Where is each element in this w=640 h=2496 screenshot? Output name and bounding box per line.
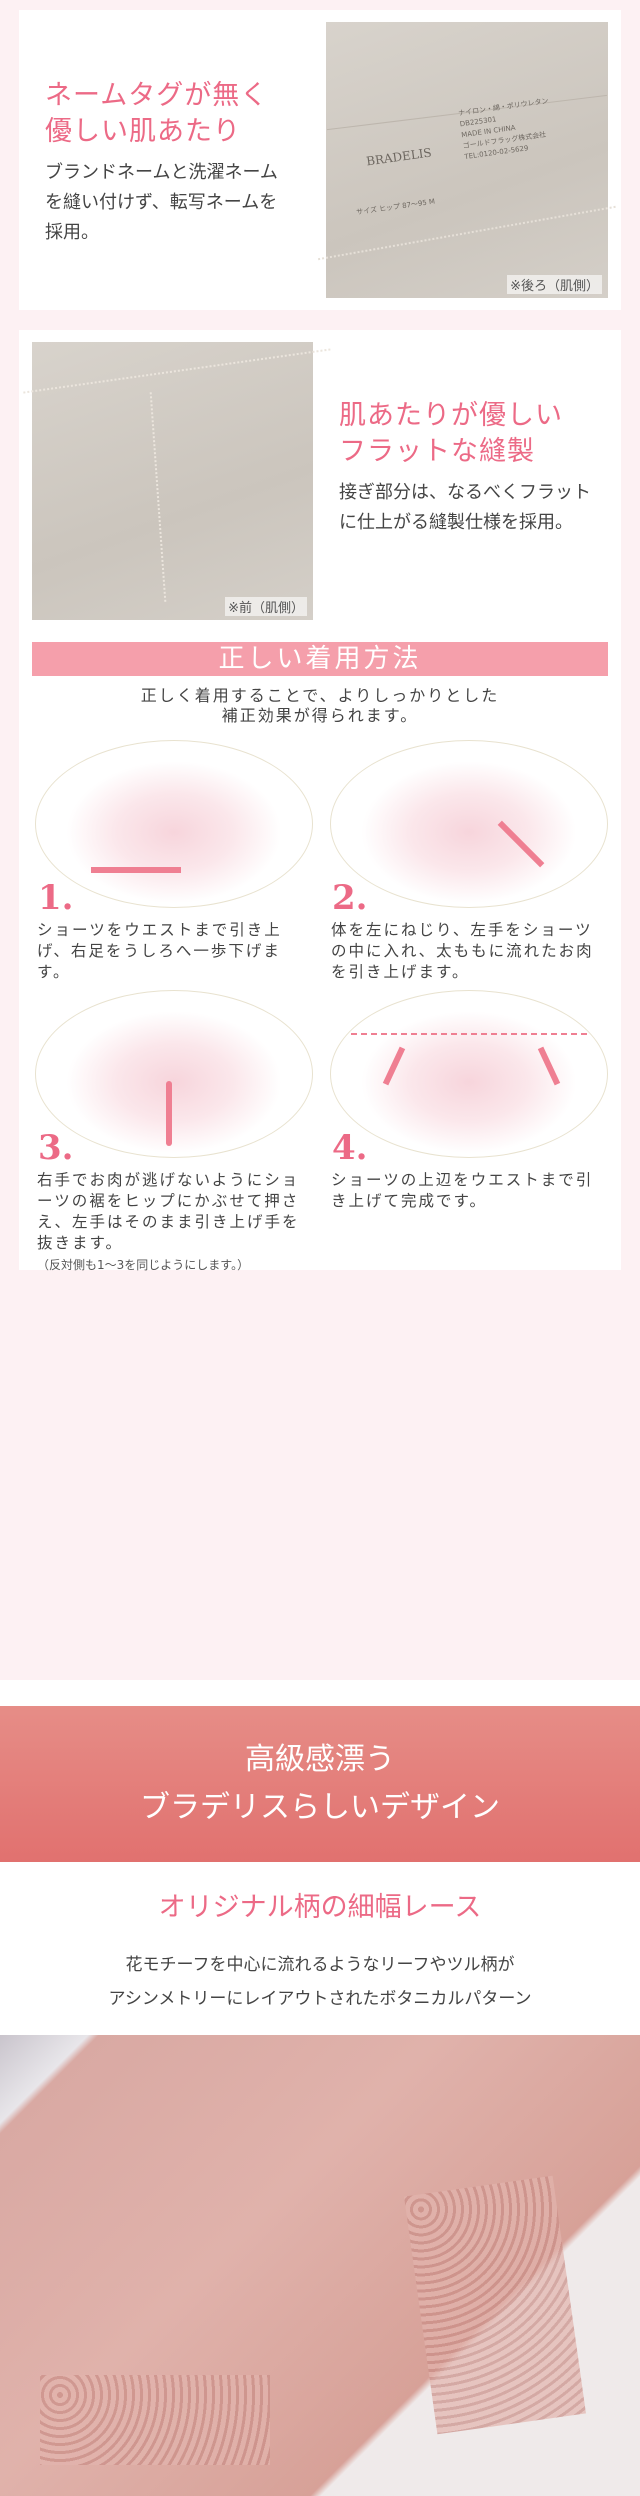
feature-title-line: フラットな縫製 xyxy=(339,436,535,467)
step-text: ショーツをウエストまで引き上げ、右足をうしろへ一歩下げます。 xyxy=(37,921,282,981)
feature-title-line: 優しい肌あたり xyxy=(45,116,241,147)
feature-desc: ブランドネームと洗濯ネームを縫い付けず、転写ネームを採用。 xyxy=(45,162,278,243)
tag-brand: BRADELIS xyxy=(365,145,433,169)
step-text: ショーツの上辺をウエストまで引き上げて完成です。 xyxy=(331,1171,594,1210)
step1-illustration xyxy=(35,740,313,908)
step-text: 体を左にねじり、左手をショーツの中に入れ、太ももに流れたお肉を引き上げます。 xyxy=(331,921,594,981)
step-number: 3. xyxy=(38,1128,74,1168)
howto-card xyxy=(19,630,621,1270)
howto-title: 正しい着用方法 xyxy=(32,642,608,676)
design-subtitle: オリジナル柄の細幅レース xyxy=(158,1892,482,1923)
feature-desc: 接ぎ部分は、なるべくフラットに仕上がる縫製仕様を採用。 xyxy=(339,482,591,533)
design-title: 高級感漂うブラデリスらしいデザイン xyxy=(0,1706,640,1862)
lace-product-photo xyxy=(0,2035,640,2496)
feature-card-name-tag: ネームタグが無く 優しい肌あたり ブランドネームと洗濯ネームを縫い付けず、転写ネ… xyxy=(19,10,621,310)
feature-title-line: 肌あたりが優しい xyxy=(339,400,563,431)
step-number: 4. xyxy=(332,1128,368,1168)
step3-block: 右手でお肉が逃げないようにショーツの裾をヒップにかぶせて押さえ、左手はそのまま引… xyxy=(37,1170,307,1274)
design-desc: 花モチーフを中心に流れるようなリーフやツル柄がアシンメトリーにレイアウトされたボ… xyxy=(108,1955,532,2009)
flat-seam-photo: ※前（肌側） xyxy=(23,342,331,620)
photo-caption: ※後ろ（肌側） xyxy=(507,275,602,294)
step2-illustration xyxy=(330,740,608,908)
step-number: 1. xyxy=(38,878,74,918)
step-text: 右手でお肉が逃げないようにショーツの裾をヒップにかぶせて押さえ、左手はそのまま引… xyxy=(37,1171,300,1252)
feature-card-flat-seam: ※前（肌側） 肌あたりが優しい フラットな縫製 接ぎ部分は、なるべくフラットに仕… xyxy=(19,330,621,630)
photo-caption: ※前（肌側） xyxy=(225,597,307,616)
howto-subtitle: 正しく着用することで、よりしっかりとした補正効果が得られます。 xyxy=(140,686,500,725)
step-number: 2. xyxy=(332,878,368,918)
step3-illustration xyxy=(35,990,313,1158)
step-note: （反対側も1〜3を同じようにします。） xyxy=(37,1258,250,1272)
step4-illustration xyxy=(330,990,608,1158)
feature-title-line: ネームタグが無く xyxy=(45,80,269,111)
tag-size: サイズ ヒップ 87〜95 M xyxy=(355,197,436,217)
